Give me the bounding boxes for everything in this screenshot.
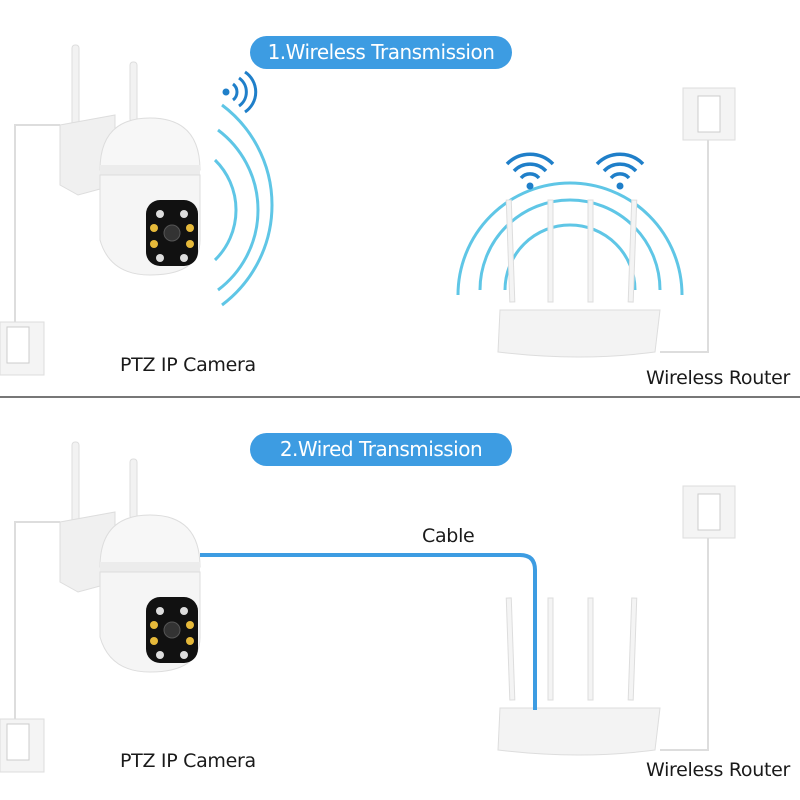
wifi-icon-left (505, 152, 555, 190)
camera-wifi-waves (213, 103, 274, 307)
wifi-signal-icon (222, 70, 258, 114)
camera-label: PTZ IP Camera (120, 354, 256, 376)
wireless-transmission-title: 1.Wireless Transmission (250, 36, 512, 69)
router-wireless (497, 87, 736, 358)
camera-wired (0, 441, 201, 773)
camera-wireless (0, 44, 201, 376)
section-divider (0, 396, 800, 398)
wifi-icon-right (595, 152, 645, 190)
camera-label: PTZ IP Camera (120, 750, 256, 772)
router-label: Wireless Router (646, 367, 791, 389)
router-label: Wireless Router (646, 759, 791, 781)
ethernet-cable (200, 553, 537, 710)
router-wifi-waves (456, 181, 684, 296)
cable-label: Cable (422, 525, 475, 547)
wired-transmission-title: 2.Wired Transmission (250, 433, 512, 466)
